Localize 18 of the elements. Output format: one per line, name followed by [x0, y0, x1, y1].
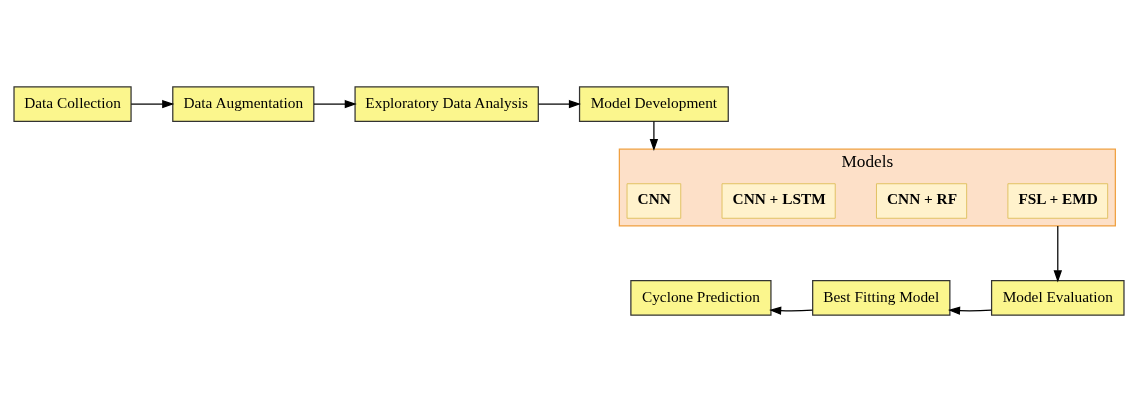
node-box: Exploratory Data Analysis — [354, 86, 539, 122]
node-box: Data Collection — [13, 86, 132, 122]
arrow — [130, 99, 175, 109]
node-box: Data Augmentation — [172, 86, 315, 122]
node-box: CNN + LSTM — [721, 183, 836, 219]
arrow — [649, 120, 659, 152]
node-box: CNN + RF — [876, 183, 968, 219]
arrow — [313, 99, 357, 109]
node-box: FSL + EMD — [1007, 183, 1109, 219]
arrow — [1053, 225, 1063, 283]
arrow — [948, 306, 992, 315]
arrow — [769, 306, 813, 315]
arrow — [537, 99, 581, 109]
node-box: CNN — [626, 183, 682, 219]
node-box: Best Fitting Model — [812, 280, 951, 316]
node-box: Model Evaluation — [990, 280, 1125, 316]
node-box: Cyclone Prediction — [630, 280, 772, 316]
node-box: Model Development — [578, 86, 729, 122]
